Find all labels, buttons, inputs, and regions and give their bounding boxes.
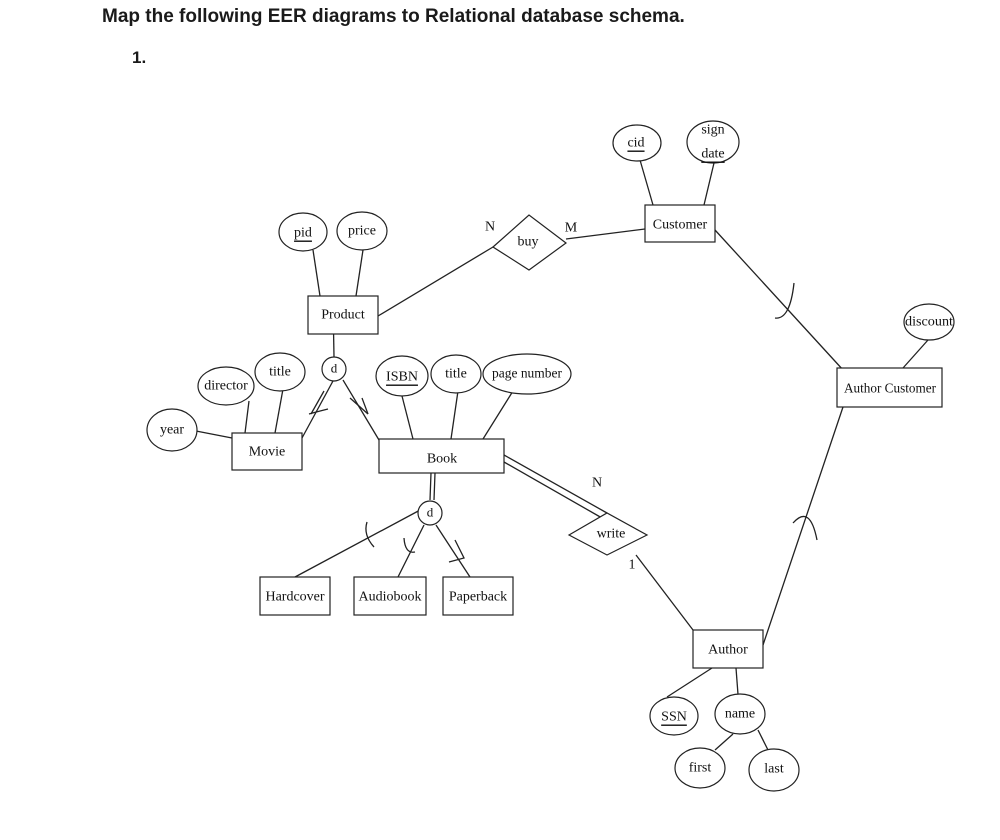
attr-pid — [278, 212, 328, 252]
label-director: director — [204, 379, 248, 394]
label-product: Product — [321, 308, 365, 323]
label-pid: pid — [294, 226, 312, 241]
label-book-title: title — [445, 367, 467, 382]
entity-author-customer — [836, 367, 943, 408]
attr-page-number — [482, 353, 572, 395]
attr-director — [197, 366, 255, 406]
label-sign: sign — [701, 123, 724, 138]
entity-author — [692, 629, 764, 669]
attr-movie-title — [254, 352, 306, 392]
label-discount: discount — [905, 315, 953, 330]
attr-year — [146, 408, 198, 452]
attr-sign-date — [686, 120, 740, 164]
entity-paperback — [442, 576, 514, 616]
cardinality-buy-customer: M — [565, 221, 578, 236]
attr-ssn — [649, 696, 699, 736]
cardinality-write-author: 1 — [629, 558, 636, 573]
label-buy: buy — [518, 235, 539, 250]
label-book: Book — [427, 452, 457, 467]
label-last: last — [764, 762, 784, 777]
attr-price — [336, 211, 388, 251]
label-product-disjoint: d — [331, 361, 338, 376]
label-ssn: SSN — [661, 710, 687, 725]
cardinality-buy-product: N — [485, 220, 495, 235]
entity-hardcover — [259, 576, 331, 616]
question-number: 1. — [132, 48, 147, 67]
attr-cid — [612, 124, 662, 162]
attr-first — [674, 747, 726, 789]
specialization-book-disjoint — [417, 500, 443, 526]
label-movie-title: title — [269, 365, 291, 380]
attr-isbn — [375, 355, 429, 397]
label-movie: Movie — [249, 445, 286, 460]
entity-product — [307, 295, 379, 335]
page-heading: Map the following EER diagrams to Relati… — [102, 6, 685, 27]
label-book-disjoint: d — [427, 505, 434, 520]
label-write: write — [597, 527, 626, 542]
label-hardcover: Hardcover — [265, 590, 324, 605]
label-date: date — [701, 147, 724, 162]
relationship-write — [567, 512, 649, 556]
label-name: name — [725, 707, 755, 722]
entity-customer — [644, 204, 716, 243]
label-page-number: page number — [492, 367, 562, 382]
entity-movie — [231, 432, 303, 471]
label-isbn: ISBN — [386, 370, 418, 385]
specialization-product-disjoint — [321, 356, 347, 382]
attr-name — [714, 693, 766, 735]
label-author-customer: Author Customer — [844, 382, 936, 397]
relationship-buy — [492, 214, 568, 271]
label-year: year — [160, 423, 184, 438]
attr-discount — [903, 303, 955, 341]
attr-book-title — [430, 354, 482, 394]
label-cid: cid — [627, 136, 644, 151]
label-audiobook: Audiobook — [359, 590, 422, 605]
cardinality-write-book: N — [592, 476, 602, 491]
label-first: first — [689, 761, 712, 776]
entity-book — [378, 438, 505, 474]
attr-last — [748, 748, 800, 792]
label-price: price — [348, 224, 376, 239]
label-paperback: Paperback — [449, 590, 507, 605]
label-customer: Customer — [653, 218, 708, 233]
label-author: Author — [708, 643, 748, 658]
entity-audiobook — [353, 576, 427, 616]
